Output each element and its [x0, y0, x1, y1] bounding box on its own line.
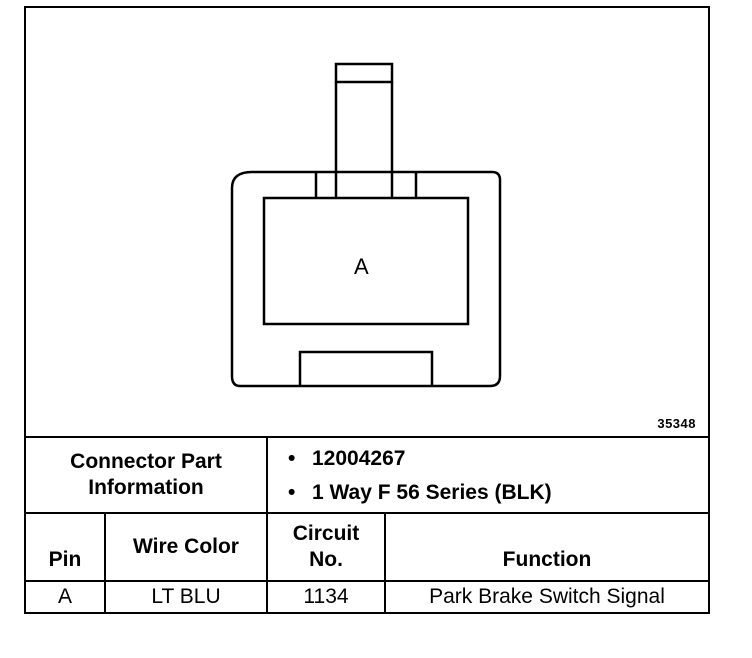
bullet-part-number: •12004267: [288, 447, 406, 470]
header-wire-color: Wire Color: [133, 534, 239, 558]
connector-housing: [230, 170, 502, 388]
row-pin: A: [57, 584, 72, 608]
pin-a-label: A: [354, 254, 369, 279]
header-function: Function: [502, 547, 592, 571]
divider-header: [26, 580, 708, 582]
row-circuit: 1134: [303, 584, 349, 608]
reference-number: 35348: [657, 416, 696, 431]
connector-part-info-heading: Connector Part Information: [26, 438, 266, 512]
bullet-series: •1 Way F 56 Series (BLK): [288, 481, 552, 504]
column-divider-circuit: [384, 512, 386, 612]
connector-part-bullets: •12004267 •1 Way F 56 Series (BLK): [288, 442, 552, 510]
column-divider-main: [266, 436, 268, 612]
connector-diagram-frame: A 35348 Connector Part Information •1200…: [24, 6, 710, 614]
row-function: Park Brake Switch Signal: [429, 584, 665, 608]
polarizing-key: [298, 350, 434, 386]
latch-tab-top: [334, 62, 394, 84]
header-circuit-no: Circuit No.: [292, 521, 360, 571]
divider-top: [26, 436, 708, 438]
connector-part-heading-line2: Information: [88, 476, 204, 499]
connector-outline: [230, 62, 502, 388]
header-pin: Pin: [48, 547, 82, 571]
connector-part-heading-line1: Connector Part: [70, 449, 222, 473]
pin-cavity: [262, 196, 470, 326]
row-wire-color: LT BLU: [151, 584, 221, 608]
divider-connector-info: [26, 512, 708, 514]
column-divider-pin: [104, 512, 106, 612]
connector-face-illustration: A 35348: [26, 8, 708, 438]
